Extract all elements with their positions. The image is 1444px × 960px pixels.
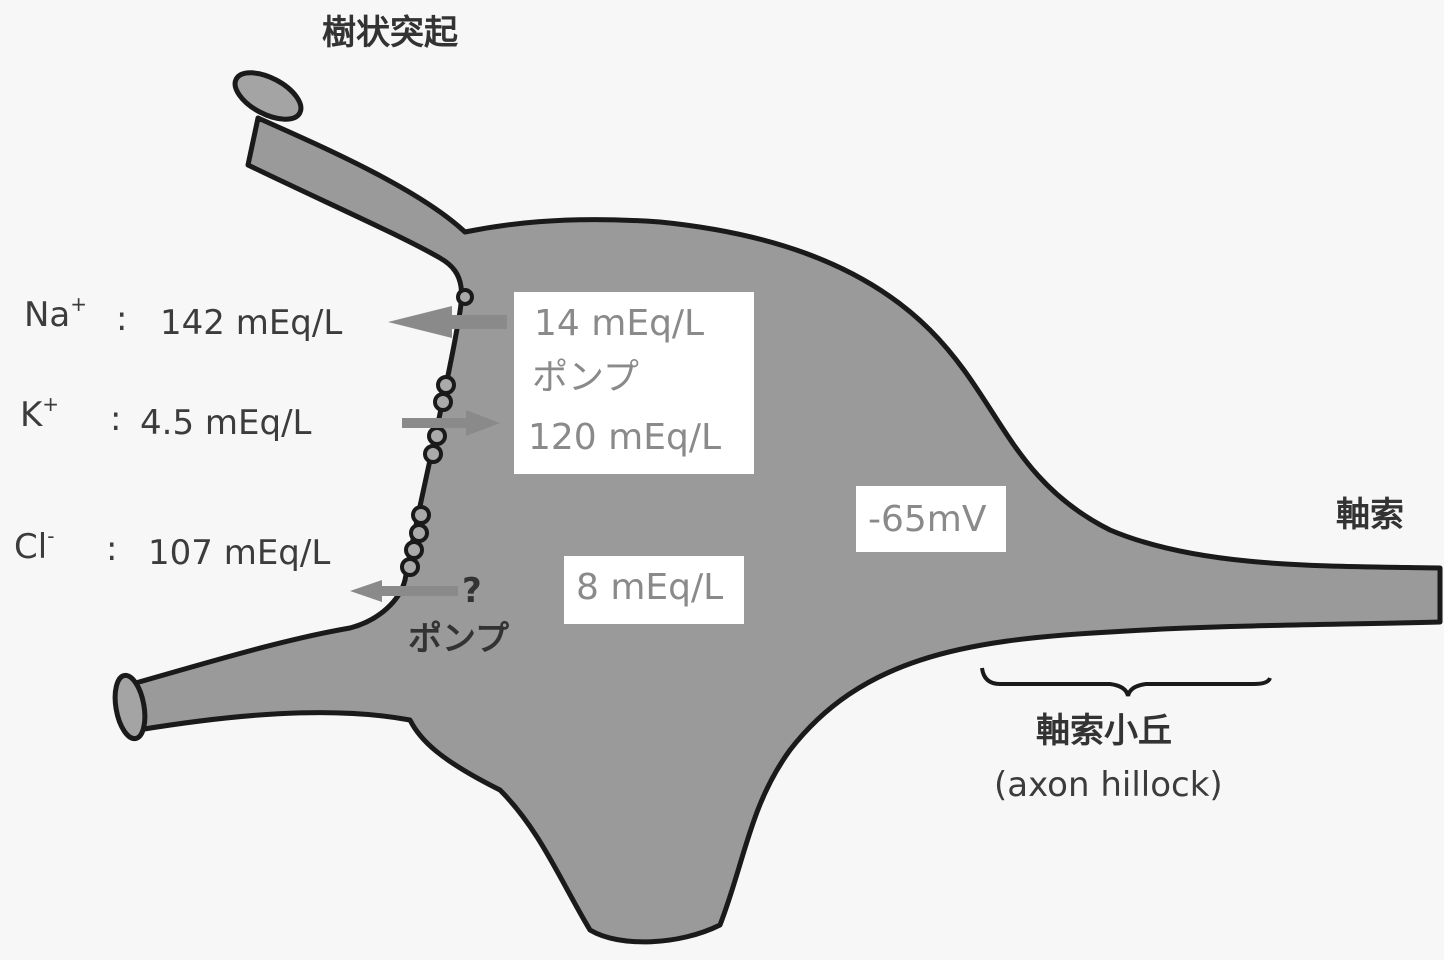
dendrite-end-upper	[232, 70, 304, 122]
cl-inside-value: 8 mEq/L	[576, 567, 724, 608]
cl-arrow	[350, 580, 458, 602]
inside-cl-box: 8 mEq/L	[564, 556, 744, 624]
na-outside-value: 142 mEq/L	[160, 303, 343, 343]
axon-hillock-label: 軸索小丘	[1036, 711, 1172, 751]
axon-hillock-english-label: (axon hillock)	[994, 765, 1223, 805]
na-separator: :	[116, 299, 128, 339]
neuron-cell-body	[115, 115, 1443, 945]
na-k-pump-label: ポンプ	[532, 357, 639, 398]
cl-separator: :	[106, 529, 118, 569]
cl-ion-label: Cl-	[14, 524, 55, 567]
k-inside-value: 120 mEq/L	[528, 417, 722, 458]
k-separator: :	[110, 399, 122, 439]
cl-outside-value: 107 mEq/L	[148, 533, 331, 573]
membrane-potential-box: -65mV	[856, 486, 1006, 552]
cl-pump-question: ?	[462, 571, 482, 611]
cl-pump-label: ポンプ	[408, 619, 509, 659]
dendrite-label: 樹状突起	[322, 13, 458, 53]
na-inside-value: 14 mEq/L	[534, 303, 705, 344]
k-ion-label: K+	[20, 392, 60, 435]
axon-hillock-brace	[980, 667, 1272, 697]
dendrite-end-lower	[112, 672, 148, 742]
membrane-channels	[400, 288, 474, 577]
na-arrow	[388, 306, 507, 338]
k-outside-value: 4.5 mEq/L	[140, 403, 312, 443]
k-arrow	[402, 410, 500, 436]
membrane-potential-value: -65mV	[868, 499, 987, 540]
axon-label: 軸索	[1336, 495, 1404, 535]
inside-na-k-box: 14 mEq/L ポンプ 120 mEq/L	[514, 292, 754, 474]
na-ion-label: Na+	[24, 292, 88, 335]
